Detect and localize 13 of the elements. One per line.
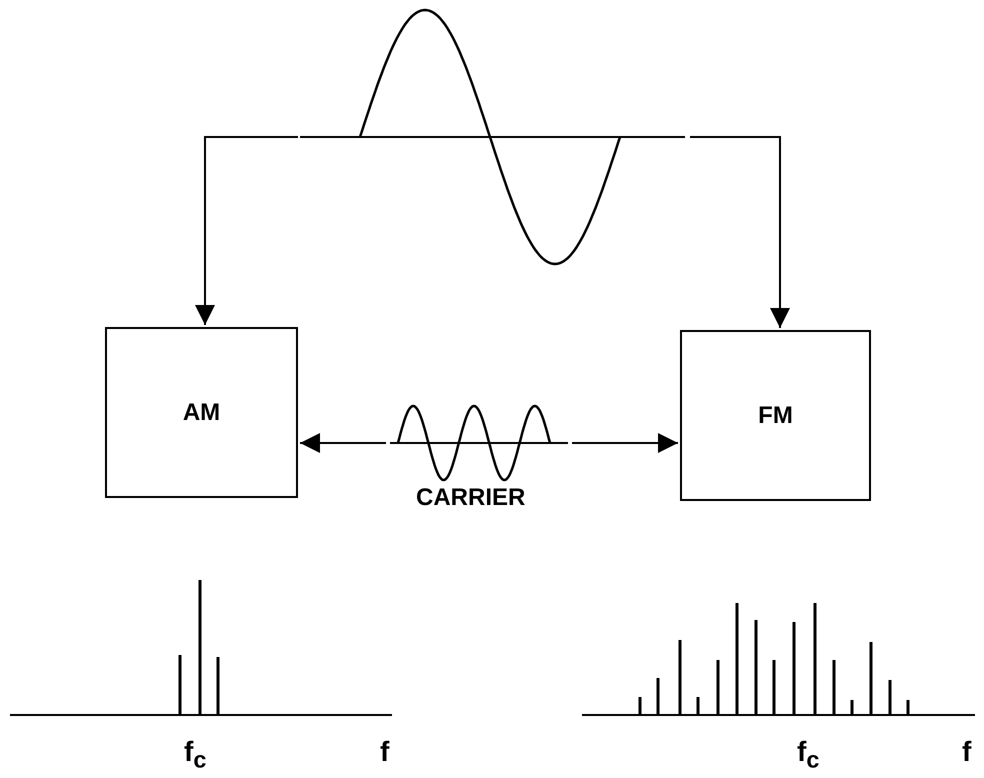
arrow [195, 136, 298, 325]
frequency-label: f [380, 738, 390, 766]
frequency-label: f [962, 738, 972, 766]
arrow [300, 433, 386, 453]
arrow [690, 136, 790, 328]
box-label: FM [758, 402, 793, 430]
modulator-box [105, 327, 298, 498]
frequency-label: f$_{c}$ [184, 738, 206, 772]
carrier-caption: CARRIER [416, 486, 526, 510]
arrow [572, 433, 678, 453]
modulator-box [680, 330, 871, 501]
box-label: AM [182, 398, 220, 426]
frequency-label: f$_{c}$ [797, 738, 820, 772]
